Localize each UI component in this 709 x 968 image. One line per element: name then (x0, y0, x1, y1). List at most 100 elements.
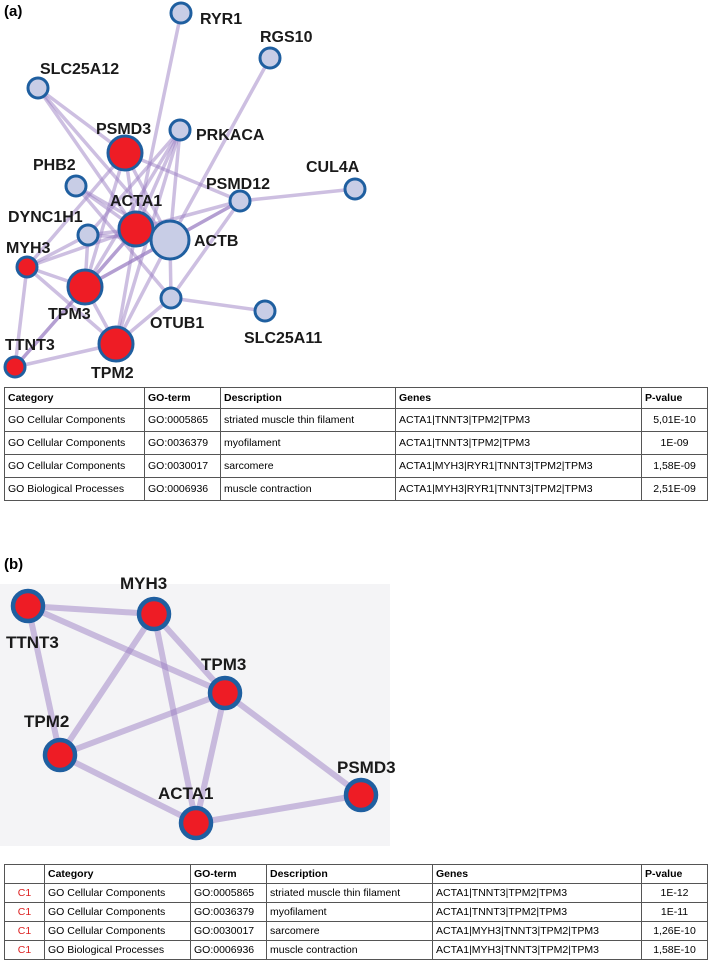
edge-myh3-tpm2 (57, 611, 157, 758)
table-cell: ACTA1|TNNT3|TPM2|TPM3 (395, 408, 642, 432)
node-label-rgs10: RGS10 (260, 29, 313, 46)
table-cell: 2,51E-09 (641, 477, 708, 501)
edge-myh3-acta1 (151, 611, 199, 826)
table-cell: GO:0036379 (144, 431, 221, 455)
node-ryr1 (169, 1, 193, 25)
table-cell: GO Biological Processes (44, 940, 191, 960)
table-cell: myofilament (220, 431, 396, 455)
table-cell: ACTA1|TNNT3|TPM2|TPM3 (432, 902, 642, 922)
node-label-dync1h1: DYNC1H1 (8, 209, 83, 226)
edge-acta1-tpm2 (114, 227, 138, 346)
table-cell: 1,58E-09 (641, 454, 708, 478)
node-label-psmd12: PSMD12 (206, 176, 270, 193)
edge-rgs10-actb (168, 56, 272, 242)
node-actb (149, 219, 191, 261)
node-label-ttnt3: TTNT3 (6, 633, 59, 652)
node-otub1 (159, 286, 183, 310)
table-cell: sarcomere (266, 921, 433, 941)
node-label-phb2: PHB2 (33, 157, 76, 174)
node-label-ttnt3: TTNT3 (5, 337, 55, 354)
table-cell: GO Cellular Components (44, 883, 191, 903)
node-label-tpm2: TPM2 (91, 365, 134, 382)
node-label-acta1: ACTA1 (110, 193, 162, 210)
table-cell: ACTA1|TNNT3|TPM2|TPM3 (395, 431, 642, 455)
table-cell: ACTA1|MYH3|RYR1|TNNT3|TPM2|TPM3 (395, 454, 642, 478)
table-cell: C1 (4, 902, 45, 922)
table-cell: C1 (4, 940, 45, 960)
node-slc25a12 (26, 76, 50, 100)
edge-myh3-tpm3 (151, 611, 228, 696)
edge-otub1-slc25a11 (169, 296, 267, 313)
node-label-cul4a: CUL4A (306, 159, 360, 176)
column-header: P-value (641, 387, 708, 409)
table-cell: striated muscle thin filament (266, 883, 433, 903)
node-tpm2 (97, 325, 135, 363)
table-cell: GO Cellular Components (4, 454, 145, 478)
node-tpm3 (207, 675, 243, 711)
node-psmd12 (228, 189, 252, 213)
column-header: Genes (395, 387, 642, 409)
table-cell: 1E-11 (641, 902, 708, 922)
table-cell: C1 (4, 921, 45, 941)
panel-a-label: (a) (4, 3, 23, 20)
edge-ttnt3-myh3 (25, 603, 157, 617)
edge-tpm3-tpm2 (57, 690, 228, 758)
node-prkaca (168, 118, 192, 142)
edge-psmd3-myh3 (25, 151, 127, 269)
table-cell: GO:0006936 (144, 477, 221, 501)
column-header: P-value (641, 864, 708, 884)
table-cell: striated muscle thin filament (220, 408, 396, 432)
edge-slc25a12-actb (36, 86, 172, 242)
table-cell: GO:0005865 (190, 883, 267, 903)
node-ttnt3 (3, 355, 27, 379)
table-cell: 1E-09 (641, 431, 708, 455)
edge-slc25a12-acta1 (36, 86, 138, 231)
column-header: Category (44, 864, 191, 884)
node-psmd3 (343, 777, 379, 813)
table-cell: GO Cellular Components (4, 408, 145, 432)
table-cell: 5,01E-10 (641, 408, 708, 432)
table-cell: GO Cellular Components (44, 902, 191, 922)
edge-tpm3-acta1 (193, 690, 228, 826)
table-cell: GO Cellular Components (44, 921, 191, 941)
table-cell: 1,26E-10 (641, 921, 708, 941)
node-label-tpm3: TPM3 (201, 655, 246, 674)
table-cell: GO:0030017 (144, 454, 221, 478)
table-cell: myofilament (266, 902, 433, 922)
table-cell: GO Cellular Components (4, 431, 145, 455)
node-label-slc25a11: SLC25A11 (244, 330, 322, 347)
edge-ttnt3-tpm3 (25, 603, 228, 696)
node-cul4a (343, 177, 367, 201)
edge-psmd3-psmd12 (123, 151, 242, 203)
node-label-actb: ACTB (194, 233, 238, 250)
table-cell: muscle contraction (220, 477, 396, 501)
edge-cul4a-psmd12 (238, 187, 357, 203)
node-label-acta1: ACTA1 (158, 784, 213, 803)
node-label-tpm3: TPM3 (48, 306, 91, 323)
node-tpm2 (42, 737, 78, 773)
node-label-otub1: OTUB1 (150, 315, 204, 332)
table-cell: ACTA1|MYH3|TNNT3|TPM2|TPM3 (432, 921, 642, 941)
column-header: Description (220, 387, 396, 409)
table-cell: ACTA1|MYH3|RYR1|TNNT3|TPM2|TPM3 (395, 477, 642, 501)
column-header: GO-term (144, 387, 221, 409)
table-cell: GO:0006936 (190, 940, 267, 960)
node-rgs10 (258, 46, 282, 70)
node-myh3 (15, 255, 39, 279)
node-myh3 (136, 596, 172, 632)
edge-acta1-psmd3 (193, 792, 364, 826)
edge-tpm2-acta1 (57, 752, 199, 826)
table-cell: C1 (4, 883, 45, 903)
node-label-psmd3: PSMD3 (337, 758, 396, 777)
panel-b-label: (b) (4, 556, 24, 573)
